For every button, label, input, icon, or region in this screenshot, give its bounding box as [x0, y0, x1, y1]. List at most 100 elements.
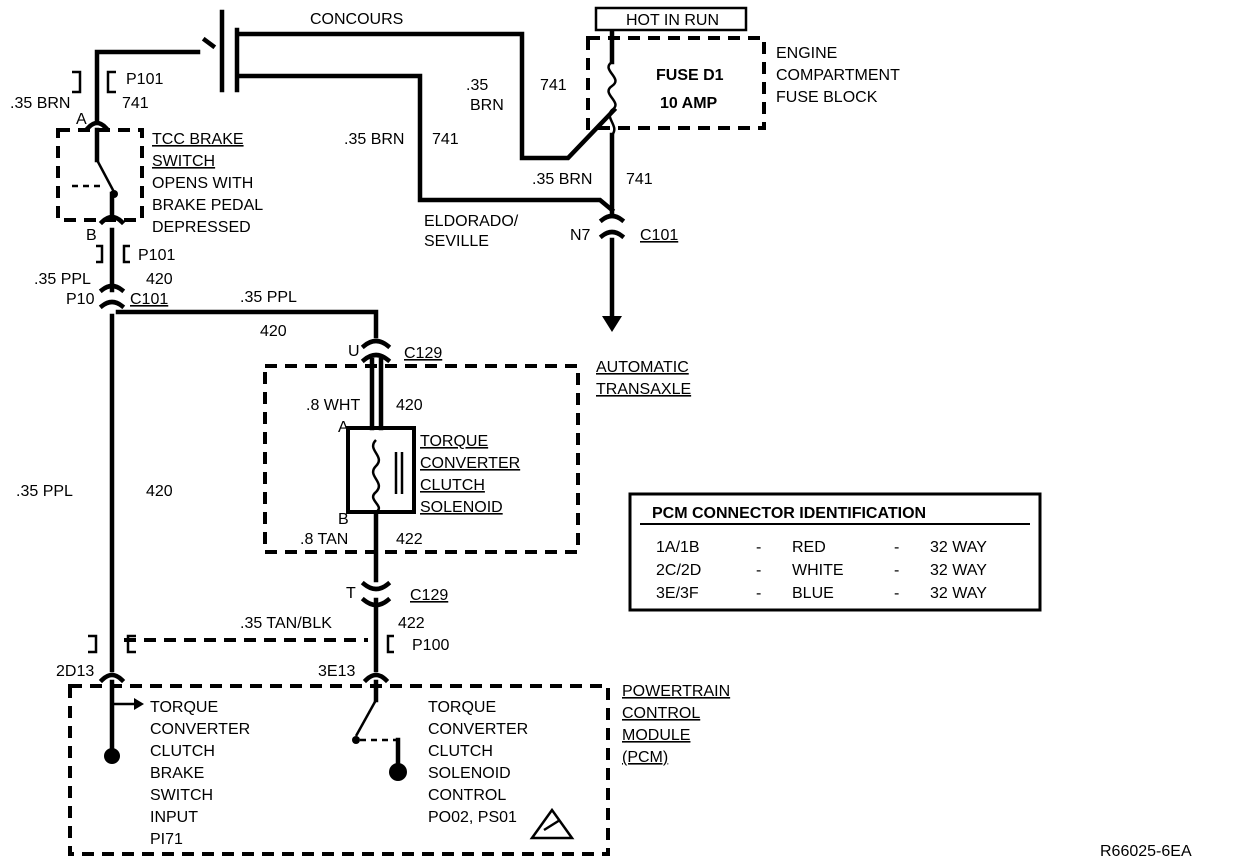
table-sep: -: [756, 562, 761, 579]
label-pin: U: [348, 343, 360, 360]
label-wire: .35 PPL: [34, 271, 91, 288]
label-connector: C101: [130, 291, 168, 308]
label-tcc-switch: OPENS WITH: [152, 175, 253, 192]
label-pin: 3E13: [318, 663, 355, 680]
table-size: 32 WAY: [930, 585, 987, 602]
label-pin: A: [338, 419, 349, 436]
table-color: BLUE: [792, 585, 834, 602]
label-pcm-left: SWITCH: [150, 787, 213, 804]
pcm-box: [68, 684, 610, 856]
label-wire: .8 WHT: [306, 397, 360, 414]
label-pcm-left: INPUT: [150, 809, 198, 826]
label-pcm-left: TORQUE: [150, 699, 218, 716]
label-eldorado: ELDORADO/: [424, 213, 519, 230]
table-title: PCM CONNECTOR IDENTIFICATION: [652, 505, 926, 522]
label-pcm-left: CLUTCH: [150, 743, 215, 760]
label-fuse-rating: 10 AMP: [660, 95, 718, 112]
label-pcm-right: TORQUE: [428, 699, 496, 716]
table-sep: -: [894, 562, 899, 579]
label-p101: P101: [126, 71, 163, 88]
label-hot-in-run: HOT IN RUN: [626, 12, 719, 29]
hot-in-run-box: [594, 6, 748, 32]
tcc-switch-symbol: [72, 127, 118, 218]
label-pcm-left: PI71: [150, 831, 183, 848]
label-transaxle: TRANSAXLE: [596, 381, 691, 398]
label-fuse-block: FUSE BLOCK: [776, 89, 878, 106]
label-pin: B: [338, 511, 349, 528]
label-pcm-right: CONVERTER: [428, 721, 528, 738]
label-pcm-title: CONTROL: [622, 705, 700, 722]
table-connector: 3E/3F: [656, 585, 699, 602]
label-circuit: 741: [540, 77, 567, 94]
label-wire: .35 BRN: [532, 171, 592, 188]
label-pcm-right: CONTROL: [428, 787, 506, 804]
label-solenoid: TORQUE: [420, 433, 488, 450]
label-tcc-switch: DEPRESSED: [152, 219, 251, 236]
label-fuse-block: ENGINE: [776, 45, 837, 62]
table-sep: -: [894, 585, 899, 602]
table-connector: 2C/2D: [656, 562, 701, 579]
label-pcm-title: MODULE: [622, 727, 690, 744]
label-pin: 2D13: [56, 663, 94, 680]
solenoid-symbol: [346, 426, 416, 514]
label-circuit: 741: [626, 171, 653, 188]
label-wire: .35 TAN/BLK: [240, 615, 332, 632]
label-solenoid: SOLENOID: [420, 499, 503, 516]
dashed-enclosures: [56, 36, 766, 856]
label-fuse-name: FUSE D1: [656, 67, 724, 84]
labels: CONCOURS HOT IN RUN FUSE D1 10 AMP ENGIN…: [10, 11, 1192, 860]
fuse-symbol: [607, 60, 617, 136]
label-transaxle: AUTOMATIC: [596, 359, 689, 376]
label-circuit: 420: [146, 271, 173, 288]
table-size: 32 WAY: [930, 539, 987, 556]
label-p101: P101: [138, 247, 175, 264]
label-concours: CONCOURS: [310, 11, 403, 28]
table-connector: 1A/1B: [656, 539, 700, 556]
label-circuit: 741: [432, 131, 459, 148]
label-tcc-switch: TCC BRAKE: [152, 131, 244, 148]
label-p100: P100: [412, 637, 449, 654]
label-wire: .35 BRN: [344, 131, 404, 148]
label-wire: .35: [466, 77, 488, 94]
label-tcc-switch: SWITCH: [152, 153, 215, 170]
esd-warning-icon: [529, 807, 575, 840]
label-solenoid: CONVERTER: [420, 455, 520, 472]
label-pcm-left: CONVERTER: [150, 721, 250, 738]
label-circuit: 422: [396, 531, 423, 548]
label-eldorado: SEVILLE: [424, 233, 489, 250]
label-solenoid: CLUTCH: [420, 477, 485, 494]
label-wire: .35 PPL: [240, 289, 297, 306]
table-color: WHITE: [792, 562, 844, 579]
label-pcm-right: SOLENOID: [428, 765, 511, 782]
label-pin: P10: [66, 291, 95, 308]
label-pin: N7: [570, 227, 591, 244]
label-tcc-switch: BRAKE PEDAL: [152, 197, 263, 214]
label-connector: C101: [640, 227, 678, 244]
wires: [94, 9, 618, 673]
label-pin: A: [76, 111, 87, 128]
label-wire: .35 PPL: [16, 483, 73, 500]
label-pcm-title: POWERTRAIN: [622, 683, 730, 700]
label-circuit: 420: [146, 483, 173, 500]
table-sep: -: [756, 585, 761, 602]
label-connector: C129: [404, 345, 442, 362]
label-circuit: 741: [122, 95, 149, 112]
label-circuit: 420: [260, 323, 287, 340]
label-pin: B: [86, 227, 97, 244]
table-sep: -: [894, 539, 899, 556]
label-circuit: 420: [396, 397, 423, 414]
label-pcm-right: PO02, PS01: [428, 809, 517, 826]
figure-id: R66025-6EA: [1100, 843, 1192, 860]
pcm-internal-symbols: [104, 679, 575, 840]
ground-arrow-icon: [602, 316, 622, 332]
table-color: RED: [792, 539, 826, 556]
label-fuse-block: COMPARTMENT: [776, 67, 900, 84]
tcc-switch-box: [56, 128, 144, 222]
label-pcm-title: (PCM): [622, 749, 668, 766]
label-wire: .35 BRN: [10, 95, 70, 112]
label-pin: T: [346, 585, 356, 602]
transaxle-box: [263, 364, 580, 554]
label-connector: C129: [410, 587, 448, 604]
fuse-block-box: [586, 36, 766, 130]
